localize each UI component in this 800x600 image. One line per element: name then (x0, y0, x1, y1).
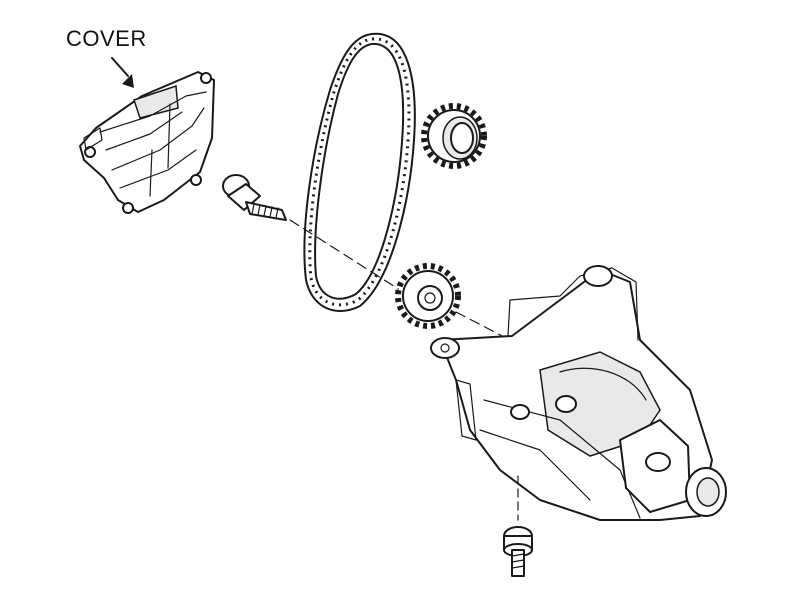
cover-arrow (111, 57, 134, 88)
lower-sprocket (395, 263, 511, 341)
bolt-part (222, 174, 401, 291)
upper-sprocket (421, 103, 487, 169)
cover-part (79, 71, 215, 214)
oil-pump-housing (430, 265, 727, 521)
cover-label: COVER (66, 26, 147, 51)
mounting-bolt (503, 526, 533, 577)
timing-chain (303, 32, 416, 312)
